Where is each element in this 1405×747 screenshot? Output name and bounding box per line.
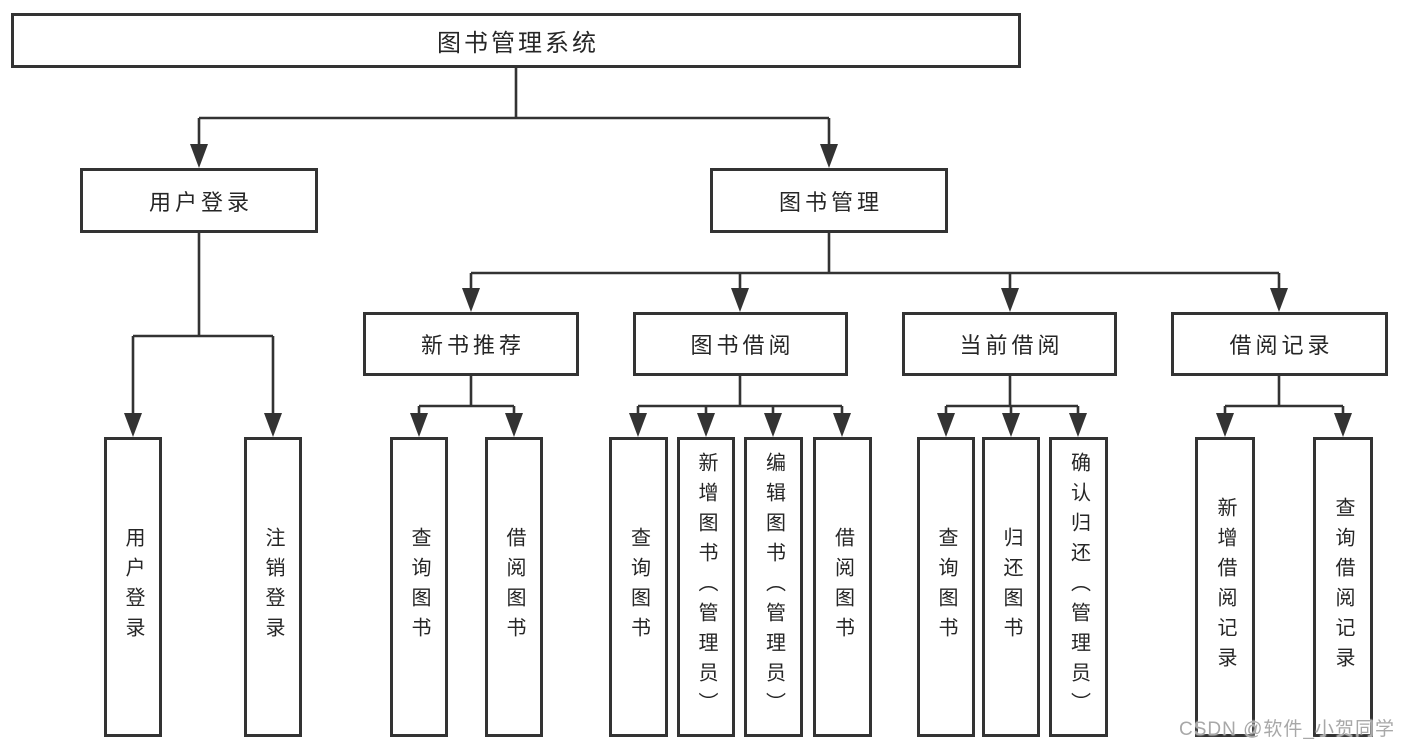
leaf-query-books-3: 查询图书 [917,437,975,737]
node-current-borrowing: 当前借阅 [902,312,1117,376]
leaf-label: 确认归还（管理员） [1067,452,1090,722]
node-new-book-recommend: 新书推荐 [363,312,579,376]
connector-user-login-branch [131,233,275,419]
leaf-return-books: 归还图书 [982,437,1040,737]
leaf-borrow-books-2: 借阅图书 [813,437,872,737]
leaf-label: 用户登录 [122,527,144,647]
leaf-label: 新增借阅记录 [1214,497,1236,677]
node-label: 用户登录 [148,189,253,215]
leaf-label: 查询借阅记录 [1332,497,1354,677]
leaf-borrow-books-1: 借阅图书 [485,437,543,737]
node-book-borrowing: 图书借阅 [633,312,848,376]
leaf-label: 归还图书 [1000,527,1022,647]
leaf-label: 编辑图书（管理员） [762,452,785,722]
leaf-user-login: 用户登录 [104,437,162,737]
node-borrowing-records: 借阅记录 [1171,312,1388,376]
connector-book-borrowing-branch [636,376,844,419]
leaf-query-borrow-record: 查询借阅记录 [1313,437,1373,737]
node-user-login: 用户登录 [80,168,318,233]
leaf-confirm-return-admin: 确认归还（管理员） [1049,437,1108,737]
connector-new-book-recommend-branch [417,376,516,419]
leaf-label: 借阅图书 [503,527,525,647]
connector-book-management-branch [469,233,1281,294]
leaf-query-books-2: 查询图书 [609,437,668,737]
csdn-watermark: CSDN @软件_小贺同学 [1179,719,1395,740]
node-label: 图书借阅 [690,333,795,358]
leaf-query-books-1: 查询图书 [390,437,448,737]
leaf-label: 注销登录 [262,527,284,647]
leaf-label: 新增图书（管理员） [695,452,717,722]
node-library-management-system: 图书管理系统 [11,13,1021,68]
leaf-edit-book-admin: 编辑图书（管理员） [744,437,803,737]
node-label: 借阅记录 [1229,333,1334,358]
node-book-management: 图书管理 [710,168,948,233]
leaf-label: 查询图书 [627,527,650,647]
leaf-add-book-admin: 新增图书（管理员） [677,437,735,737]
leaf-label: 查询图书 [935,527,957,647]
connector-current-borrowing-branch [944,376,1080,419]
node-label: 新书推荐 [420,333,525,358]
connector-borrowing-records-branch [1223,376,1345,419]
leaf-logout: 注销登录 [244,437,302,737]
leaf-label: 查询图书 [408,527,430,647]
leaf-add-borrow-record: 新增借阅记录 [1195,437,1255,737]
node-label: 当前借阅 [959,333,1064,358]
leaf-label: 借阅图书 [831,527,854,647]
connector-root-to-level2 [197,68,831,150]
node-label: 图书管理 [778,189,883,215]
node-label: 图书管理系统 [437,30,599,57]
